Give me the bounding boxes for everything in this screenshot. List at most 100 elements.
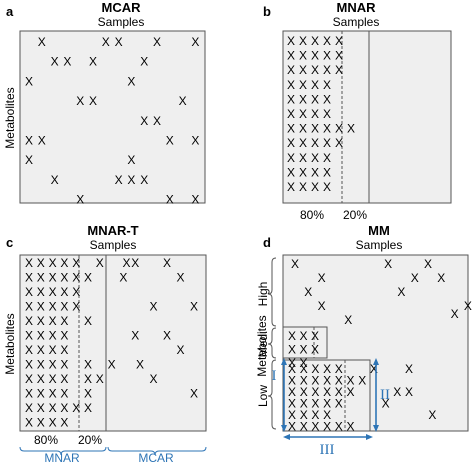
missing-mark: X: [72, 285, 80, 299]
region-arrow-ii-head-bottom-d: [373, 425, 379, 432]
missing-mark: X: [25, 74, 33, 88]
missing-mark: X: [49, 401, 57, 415]
missing-mark: X: [323, 385, 331, 399]
y-label-c: Metabolites: [3, 313, 17, 374]
missing-mark: X: [323, 180, 331, 194]
missing-mark: X: [323, 374, 331, 388]
missing-mark: X: [49, 343, 57, 357]
missing-mark: X: [163, 329, 171, 343]
missing-mark: X: [115, 173, 123, 187]
missing-mark: X: [37, 343, 45, 357]
missing-mark: X: [37, 401, 45, 415]
region-arrow-i-head-bottom-d: [281, 425, 287, 432]
missing-mark: X: [323, 165, 331, 179]
group-brace-low-d: [267, 359, 277, 430]
missing-mark: X: [300, 385, 308, 399]
missing-mark: X: [37, 285, 45, 299]
missing-mark: X: [49, 271, 57, 285]
missing-mark: X: [346, 374, 354, 388]
group-brace-med-d: [267, 327, 277, 359]
missing-mark: X: [25, 401, 33, 415]
group-label-med-d: Med.: [256, 331, 270, 358]
missing-mark: X: [299, 136, 307, 150]
missing-mark: X: [51, 55, 59, 69]
missing-mark: X: [140, 114, 148, 128]
missing-mark: X: [424, 257, 432, 271]
missing-mark: X: [25, 329, 33, 343]
missing-mark: X: [49, 314, 57, 328]
missing-mark: X: [299, 34, 307, 48]
missing-mark: X: [405, 385, 413, 399]
missing-mark: X: [288, 385, 296, 399]
missing-mark: X: [37, 329, 45, 343]
bracket-label-mnar-c: MNAR: [44, 451, 80, 465]
missing-mark: X: [149, 372, 157, 386]
missing-mark: X: [191, 134, 199, 148]
missing-mark: X: [335, 420, 343, 434]
missing-mark: X: [191, 193, 199, 207]
subset-b: [282, 30, 370, 204]
missing-mark: X: [405, 362, 413, 376]
missing-mark: X: [153, 35, 161, 49]
missing-mark: X: [323, 49, 331, 63]
missing-mark: X: [49, 387, 57, 401]
missing-mark: X: [300, 408, 308, 422]
missing-mark: X: [37, 300, 45, 314]
missing-mark: X: [166, 193, 174, 207]
missing-mark: X: [84, 271, 92, 285]
missing-mark: X: [323, 362, 331, 376]
missing-mark: X: [411, 271, 419, 285]
missing-mark: X: [311, 63, 319, 77]
x-label-a: Samples: [98, 15, 145, 29]
missing-mark: X: [464, 299, 472, 313]
missing-mark: X: [37, 358, 45, 372]
missing-mark: X: [25, 153, 33, 167]
missing-mark: X: [37, 314, 45, 328]
missing-mark: X: [140, 55, 148, 69]
missing-mark: X: [89, 94, 97, 108]
missing-mark: X: [323, 107, 331, 121]
missing-mark: X: [300, 397, 308, 411]
mcar-bracket-c: [107, 446, 207, 456]
missing-mark: X: [384, 257, 392, 271]
missing-mark: X: [311, 180, 319, 194]
missing-mark: X: [60, 358, 68, 372]
missing-mark: X: [131, 329, 139, 343]
missing-mark: X: [335, 49, 343, 63]
missing-mark: X: [84, 358, 92, 372]
group-label-low-d: Low: [256, 385, 270, 407]
missing-mark: X: [288, 362, 296, 376]
missing-mark: X: [288, 343, 296, 357]
missing-mark: X: [127, 153, 135, 167]
missing-mark: X: [37, 372, 45, 386]
missing-mark: X: [311, 107, 319, 121]
region-arrow-iii-head-left-d: [283, 434, 290, 440]
missing-mark: X: [311, 78, 319, 92]
missing-mark: X: [191, 35, 199, 49]
missing-mark: X: [323, 122, 331, 136]
panel-title-b: MNAR: [337, 0, 377, 15]
missing-mark: X: [25, 256, 33, 270]
missing-mark: X: [304, 285, 312, 299]
missing-mark: X: [323, 34, 331, 48]
missing-mark: X: [38, 134, 46, 148]
split-label-20-b: 20%: [343, 208, 367, 222]
panel-title-a: MCAR: [102, 0, 142, 15]
missing-mark: X: [335, 397, 343, 411]
low-block-d: [282, 359, 371, 432]
missing-mark: X: [119, 271, 127, 285]
missing-mark: X: [25, 300, 33, 314]
missing-mark: X: [84, 401, 92, 415]
missing-mark: X: [72, 401, 80, 415]
missing-mark: X: [451, 307, 459, 321]
missing-mark: X: [25, 343, 33, 357]
missing-mark: X: [163, 256, 171, 270]
missing-mark: X: [311, 34, 319, 48]
missing-mark: X: [25, 358, 33, 372]
split-label-80-c: 80%: [34, 433, 58, 447]
missing-mark: X: [25, 372, 33, 386]
